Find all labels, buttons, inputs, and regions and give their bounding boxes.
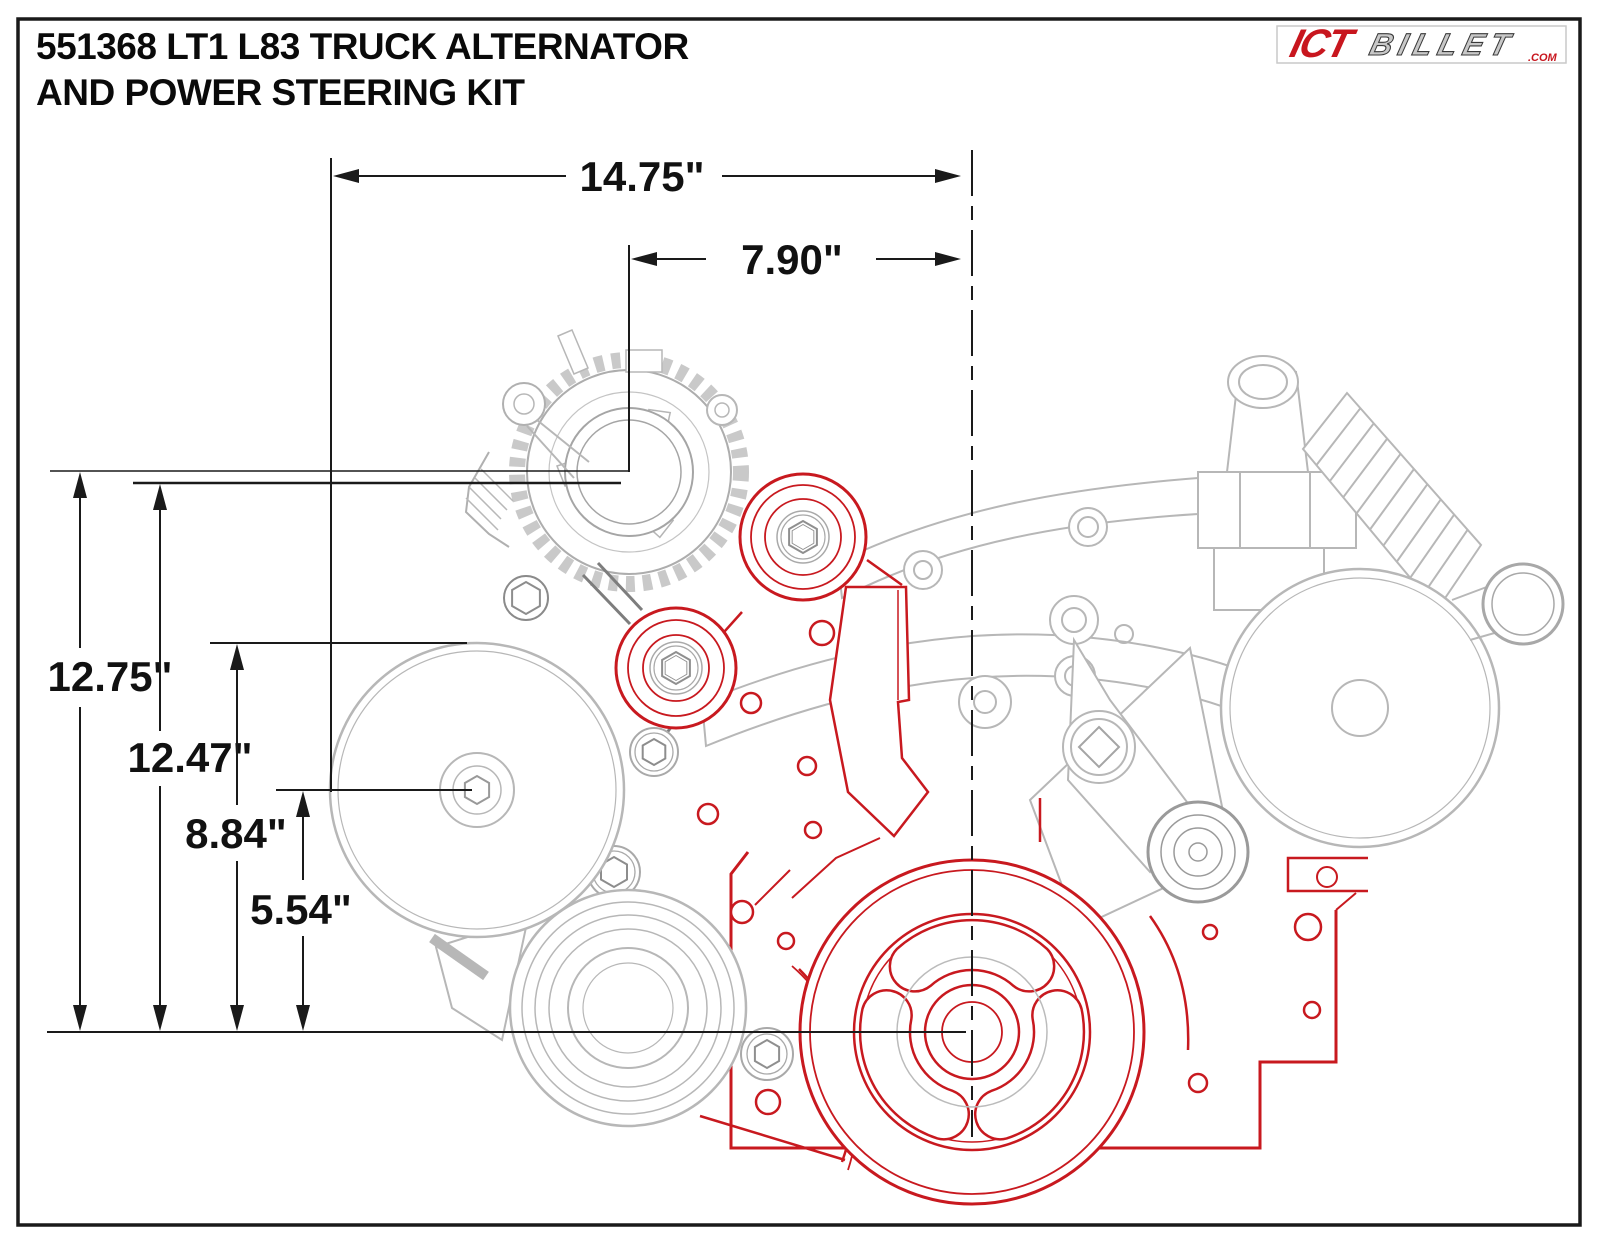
- dimension-annotations: 14.75" 7.90" 12.75" 12.47": [47, 150, 973, 1137]
- logo-box: [1276, 25, 1567, 64]
- dim-overall-width: 14.75": [333, 153, 961, 200]
- dim-label-alt-to-crank: 7.90": [741, 236, 843, 283]
- dim-alt-to-crank: 7.90": [631, 236, 961, 283]
- thermostat-housing: [1197, 355, 1357, 611]
- dim-alt-center-height: 12.75": [47, 472, 173, 1031]
- title-line-1: 551368 LT1 L83 TRUCK ALTERNATOR: [36, 26, 689, 67]
- dim-label-alt-center-height: 12.75": [47, 653, 172, 700]
- dim-label-overall-width: 14.75": [579, 153, 704, 200]
- water-pump-pulley: [1219, 562, 1565, 849]
- cylinder-head-ribs: [1301, 391, 1483, 612]
- kit-red-parts: [614, 472, 1368, 1171]
- logo-tld-text: .COM: [1528, 52, 1558, 64]
- idler-pulley-lower: [614, 606, 738, 730]
- page-title: 551368 LT1 L83 TRUCK ALTERNATOR AND POWE…: [36, 26, 689, 113]
- alternator: [464, 329, 749, 592]
- ict-billet-logo: ICT BILLET .COM: [1276, 21, 1567, 66]
- logo-billet-text: BILLET: [1366, 27, 1519, 61]
- page-border: [16, 17, 1582, 1227]
- dim-alt-mount-height: 12.47": [127, 484, 253, 1031]
- dim-label-alt-mount-height: 12.47": [127, 734, 252, 781]
- bracket-arm-upper: [836, 476, 1199, 600]
- front-pulleys: [328, 562, 1565, 1128]
- tensioner-pulley: [1146, 800, 1250, 904]
- cover-bolt-icon: [740, 1027, 794, 1081]
- lower-accessory-pulley: [508, 888, 748, 1128]
- dim-label-ps-center-height: 5.54": [250, 886, 352, 933]
- dim-ps-top-height: 8.84": [185, 644, 287, 1031]
- dim-label-ps-top-height: 8.84": [185, 810, 287, 857]
- idler-pulley-upper: [738, 472, 868, 602]
- title-line-2: AND POWER STEERING KIT: [36, 72, 525, 113]
- kit-bracket: [696, 585, 930, 838]
- ps-pump-bracket: [429, 916, 530, 1042]
- dim-ps-center-height: 5.54": [250, 791, 352, 1031]
